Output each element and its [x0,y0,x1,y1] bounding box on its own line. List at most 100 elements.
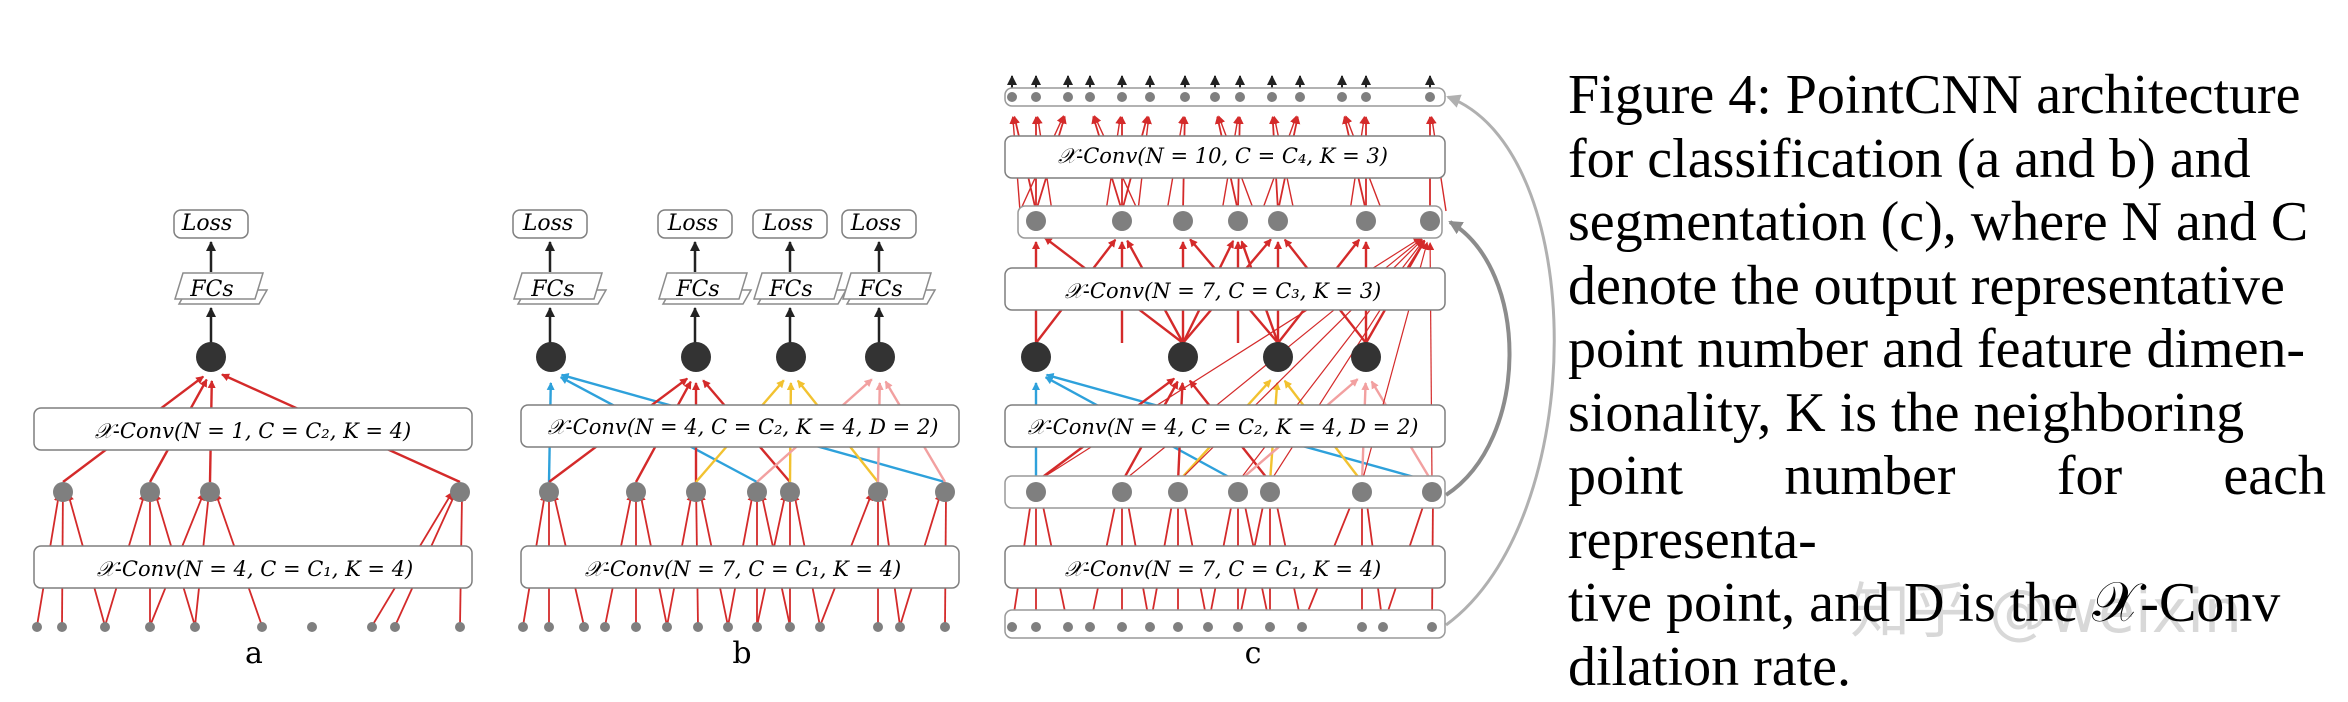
panel-b-mid-point-2 [686,482,706,502]
panel-c-decoder-point-0 [1026,211,1046,231]
panel-a-fc-label: FCs [189,277,233,302]
panel-b-input-point-3 [600,622,610,632]
panel-c-output-point-0 [1007,92,1017,102]
panel-b-fc-label-4: FCs [858,277,902,302]
panel-c-encoder-point-0 [1026,482,1046,502]
panel-b-input-point-8 [752,622,762,632]
panel-c-bottleneck-point-0 [1021,342,1051,372]
panel-b-input-point-1 [544,622,554,632]
panel-c-decoder-point-6 [1420,211,1440,231]
panel-c-conv-2: 𝒳-Conv(N = 4, C = C₂, K = 4, D = 2) [1027,415,1418,439]
panel-c-input-point-7 [1203,622,1213,632]
panel-c-decoder-point-2 [1173,211,1193,231]
panel-a-input-point-3 [145,622,155,632]
caption-line-3: segmentation (c), where N and C [1568,191,2309,253]
panel-c-input-point-3 [1085,622,1095,632]
panel-b-output-point-0 [536,342,566,372]
panel-c-conv-2-box [1004,404,1446,448]
nodes-layer [32,92,1442,632]
panel-a-head-loss-box [173,209,249,239]
panel-b-mid-point-3 [747,482,767,502]
panel-c-input-point-12 [1378,622,1388,632]
panel-a-input-point-4 [190,622,200,632]
panel-a-input-point-2 [100,622,110,632]
panel-c-decoder-point-1 [1112,211,1132,231]
panel-b-mid-point-1 [626,482,646,502]
panel-b-mid-point-4 [780,482,800,502]
panel-c-bottleneck-point-1 [1168,342,1198,372]
panel-c-input-point-10 [1297,622,1307,632]
panel-c-input-point-9 [1265,622,1275,632]
panel-b-head-4-fc-front [841,272,933,300]
panel-a-conv-1: 𝒳-Conv(N = 4, C = C₁, K = 4) [97,557,414,581]
panel-a-input-point-1 [57,622,67,632]
panel-c-letter: c [1245,636,1262,671]
boxes-layer [33,87,1446,639]
panel-c-encoder-point-3 [1228,482,1248,502]
caption-line-2: for classification (a and b) and [1568,127,2251,190]
panel-b-conv-2-box [520,404,960,448]
panel-c-decoder-point-5 [1356,211,1376,231]
panel-c-conv-4-box [1004,135,1446,179]
panel-c-output-point-3 [1085,92,1095,102]
panel-c-output-point-4 [1117,92,1127,102]
panel-b-output-point-2 [776,342,806,372]
panel-c-input-point-2 [1063,622,1073,632]
panel-c-conv-3: 𝒳-Conv(N = 7, C = C₃, K = 3) [1065,279,1382,303]
panel-c-output-point-9 [1267,92,1277,102]
panel-b-loss-label-3: Loss [762,211,813,236]
panel-c-conv-1-box [1004,545,1446,589]
panel-b-head-3-loss-box [752,209,828,239]
panel-b-input-point-10 [815,622,825,632]
panel-b-mid-point-5 [868,482,888,502]
panel-c-encoder-point-4 [1260,482,1280,502]
panel-c-output-point-11 [1337,92,1347,102]
panel-c-input-point-0 [1007,622,1017,632]
panel-b-head-1-loss-box [512,209,588,239]
panel-b-head-4-loss-box [841,209,917,239]
panel-c-input-point-13 [1427,622,1437,632]
panel-c-encoder-point-5 [1352,482,1372,502]
panel-c-conv-3-box [1004,267,1446,311]
panel-c-conv-4: 𝒳-Conv(N = 10, C = C₄, K = 3) [1058,144,1388,168]
panel-c-encoder-strip [1004,475,1446,509]
panel-c-output-point-5 [1145,92,1155,102]
panel-c-conv-1: 𝒳-Conv(N = 7, C = C₁, K = 4) [1065,557,1382,581]
panel-b-input-point-11 [873,622,883,632]
panel-a-mid-point-0 [53,482,73,502]
caption-line-8: tive point, and D is the 𝒳-Conv [1568,572,2281,634]
panel-b-mid-point-0 [539,482,559,502]
panel-a-mid-point-3 [450,482,470,502]
panel-a-head-fc-front [173,272,265,300]
panel-c-input-strip [1004,609,1446,639]
panel-b-conv-2: 𝒳-Conv(N = 4, C = C₂, K = 4, D = 2) [547,415,938,439]
panel-c-bottleneck-point-2 [1263,342,1293,372]
panel-b-head-1-fc-front [512,272,604,300]
panel-c-output-point-6 [1180,92,1190,102]
panel-a-conv-1-box [33,545,473,589]
panel-a-conv-2-box [33,407,473,451]
panel-c-encoder-point-1 [1112,482,1132,502]
panel-b-fc-label-1: FCs [530,277,574,302]
panel-c-input-point-11 [1357,622,1367,632]
panel-b-mid-point-6 [935,482,955,502]
panel-b-output-point-1 [681,342,711,372]
caption-line-9: dilation rate. [1568,635,1852,698]
panel-c-output-point-2 [1063,92,1073,102]
panel-b-input-point-5 [662,622,672,632]
panel-a-input-point-9 [455,622,465,632]
panel-b-output-point-3 [865,342,895,372]
panel-b-conv-1-box [520,545,960,589]
panel-a-input-point-8 [390,622,400,632]
panel-c-bottleneck-point-3 [1351,342,1381,372]
panel-b-loss-label-4: Loss [850,211,901,236]
panel-b-conv-1: 𝒳-Conv(N = 7, C = C₁, K = 4) [585,557,902,581]
panel-c-output-point-12 [1361,92,1371,102]
panel-a-input-point-7 [367,622,377,632]
panel-b-input-point-4 [631,622,641,632]
panel-c-output-point-8 [1235,92,1245,102]
panel-c-input-point-1 [1031,622,1041,632]
panel-b-input-point-13 [940,622,950,632]
panel-b-fc-label-2: FCs [675,277,719,302]
panel-b-fc-label-3: FCs [768,277,812,302]
